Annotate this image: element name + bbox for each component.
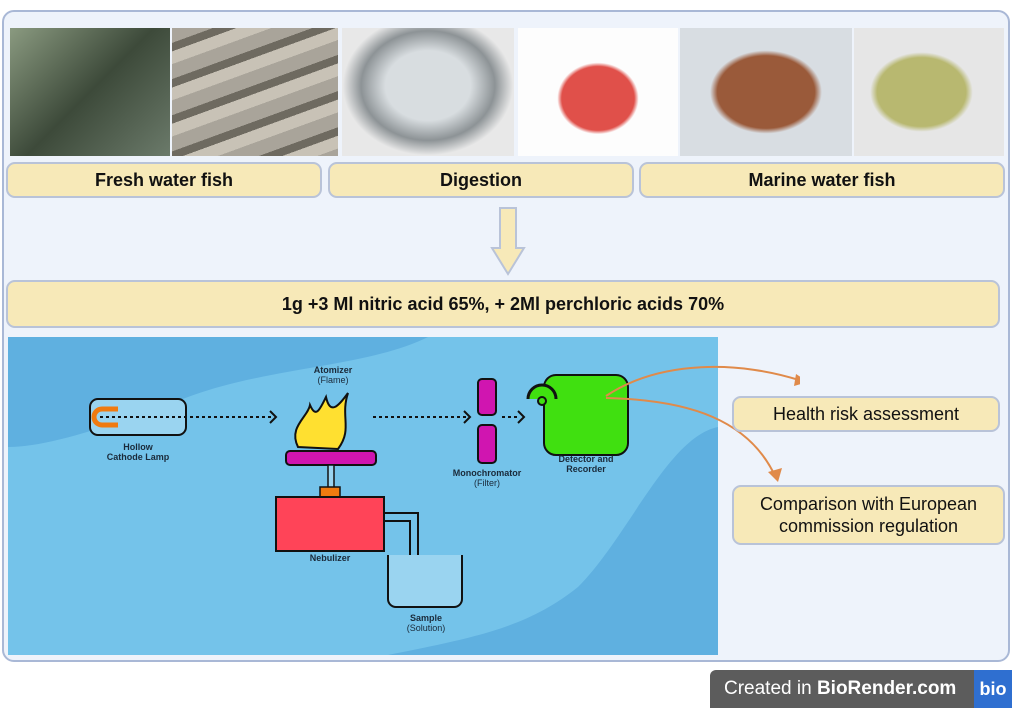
photo-freshwater-fish (172, 28, 338, 156)
outcome-arrows (605, 365, 800, 482)
label-marine-water-fish: Marine water fish (639, 162, 1005, 198)
photo-tilapia (10, 28, 170, 156)
label-fresh-water-fish: Fresh water fish (6, 162, 322, 198)
comparison-box: Comparison with European commission regu… (732, 485, 1005, 545)
health-risk-box: Health risk assessment (732, 396, 1000, 432)
photo-fish-bowl (342, 28, 514, 156)
reagent-box: 1g +3 Ml nitric acid 65%, + 2Ml perchlor… (6, 280, 1000, 328)
nebulizer-label: Nebulizer (309, 553, 351, 563)
biorender-logo: bio (974, 670, 1012, 708)
badge-text: Created in BioRender.com (724, 678, 957, 699)
photo-red-grouper (518, 28, 678, 156)
biorender-badge[interactable]: Created in BioRender.com bio (710, 670, 1012, 708)
label-digestion: Digestion (328, 162, 634, 198)
down-arrow-icon (490, 207, 526, 276)
photo-spotted-grouper (680, 28, 852, 156)
photo-striped-fish (854, 28, 1004, 156)
atomizer-label: Atomizer(Flame) (313, 365, 353, 385)
sample-label: Sample(Solution) (406, 613, 446, 633)
monochromator-label: Monochromator(Filter) (452, 468, 522, 488)
